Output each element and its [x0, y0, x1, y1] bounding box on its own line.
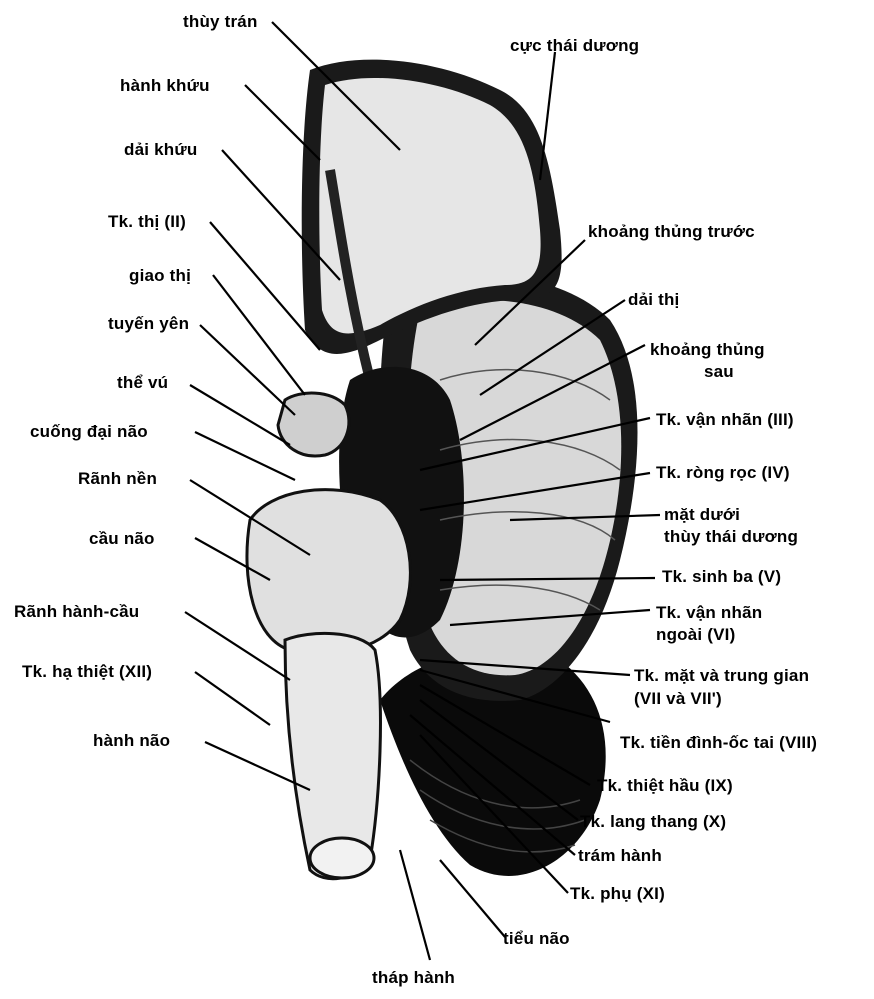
- medulla-cut-surface: [310, 838, 374, 878]
- label-khoang-thung-sau-line2: sau: [704, 362, 734, 382]
- label-tk-tien-dinh: Tk. tiền đình-ốc tai (VIII): [620, 733, 817, 753]
- label-cuong-dai-nao: cuống đại não: [30, 422, 148, 442]
- label-hanh-nao: hành não: [93, 731, 170, 751]
- label-tk-mat-line2: (VII và VII'): [634, 689, 722, 709]
- label-tk-van-nhan-ngoai-line1: Tk. vận nhãn: [656, 603, 762, 623]
- label-mat-duoi-line2: thùy thái dương: [664, 527, 798, 547]
- label-tk-van-nhan: Tk. vận nhãn (III): [656, 410, 794, 430]
- label-thuy-tran: thùy trán: [183, 12, 258, 32]
- label-tk-thiet-hau: Tk. thiệt hầu (IX): [597, 776, 733, 796]
- pons-shape: [247, 490, 410, 654]
- label-thap-hanh: tháp hành: [372, 968, 455, 988]
- label-dai-thi: dải thị: [628, 290, 679, 310]
- label-ranh-hanh-cau: Rãnh hành-cầu: [14, 602, 139, 622]
- label-khoang-thung-truoc: khoảng thủng trước: [588, 222, 755, 242]
- optic-chiasm-shape: [278, 393, 349, 456]
- label-hanh-khuu: hành khứu: [120, 76, 210, 96]
- label-tk-van-nhan-ngoai-line2: ngoài (VI): [656, 625, 735, 645]
- label-tk-ha-thiet: Tk. hạ thiệt (XII): [22, 662, 152, 682]
- label-ranh-nen: Rãnh nền: [78, 469, 157, 489]
- label-dai-khuu: dải khứu: [124, 140, 197, 160]
- label-tk-rong-roc: Tk. ròng rọc (IV): [656, 463, 790, 483]
- label-tuyen-yen: tuyến yên: [108, 314, 189, 334]
- label-the-vu: thể vú: [117, 373, 168, 393]
- label-tk-lang-thang: Tk. lang thang (X): [580, 812, 726, 832]
- label-cuc-thai-duong: cực thái dương: [510, 36, 639, 56]
- label-tieu-nao: tiểu não: [503, 929, 570, 949]
- label-giao-thi: giao thị: [129, 266, 191, 286]
- label-tk-sinh-ba: Tk. sinh ba (V): [662, 567, 781, 587]
- label-khoang-thung-sau-line1: khoảng thủng: [650, 340, 765, 360]
- label-mat-duoi-line1: mặt dưới: [664, 505, 740, 525]
- label-tk-phu: Tk. phụ (XI): [570, 884, 665, 904]
- label-tk-mat-line1: Tk. mặt và trung gian: [634, 666, 809, 686]
- label-tk-thi: Tk. thị (II): [108, 212, 186, 232]
- label-tram-hanh: trám hành: [578, 846, 662, 866]
- label-cau-nao: cầu não: [89, 529, 155, 549]
